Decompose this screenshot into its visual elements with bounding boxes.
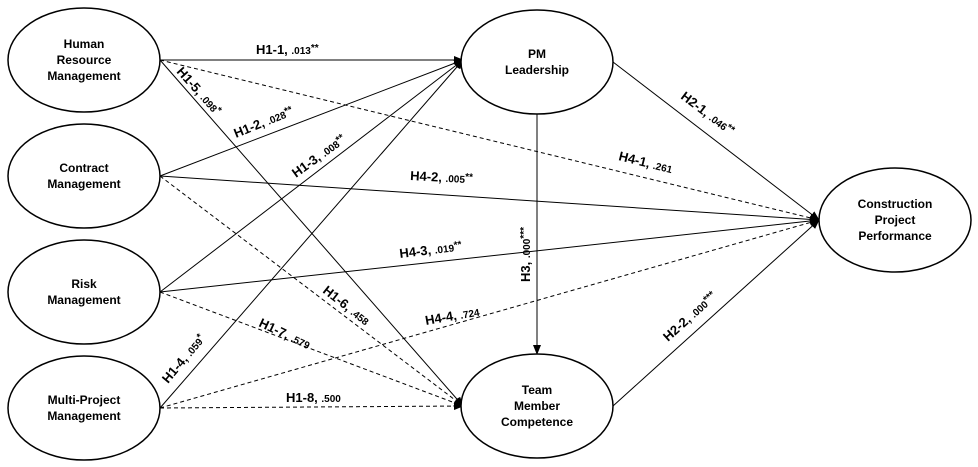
edge-h1-3 [159, 59, 464, 293]
node-label-line: Management [47, 69, 120, 83]
edge-h4-3 [159, 217, 820, 293]
node-label-line: Human [64, 37, 105, 51]
node-label-line: PM [528, 47, 546, 61]
edge-label-h2-2: H2-2, .000*** [660, 288, 720, 344]
edge-label-h1-8: H1-8, .500 [286, 390, 341, 405]
edge-label-h4-4: H4-4, .724 [424, 304, 481, 328]
edge-label-h1-4: H1-4, .059* [159, 331, 208, 386]
edges [159, 56, 820, 411]
node-ellipse [818, 167, 972, 273]
edge-h4-2 [159, 175, 820, 224]
node-label-line: Resource [57, 53, 112, 67]
edge-h2-1 [612, 61, 820, 221]
edge-h1-8 [159, 402, 464, 411]
edge-label-h1-7: H1-7, .579 [257, 315, 313, 352]
edge-h2-2 [612, 219, 820, 407]
node-label-line: Performance [858, 229, 932, 243]
node-label-line: Risk [71, 277, 97, 291]
node-label-line: Construction [858, 197, 933, 211]
edge-label-h1-1: H1-1, .013** [256, 42, 319, 57]
edge-h1-5 [159, 59, 464, 407]
node-label-line: Project [875, 213, 916, 227]
node-ellipse [7, 123, 161, 229]
node-ellipse [460, 353, 614, 459]
node-pml: PM Leadership [460, 9, 614, 115]
node-label-line: Contract [59, 161, 108, 175]
node-label-line: Member [514, 399, 560, 413]
edge-label-h1-5: H1-5, .098* [174, 64, 225, 118]
node-label-line: Management [47, 409, 120, 423]
node-ellipse [7, 239, 161, 345]
node-label-line: Management [47, 293, 120, 307]
node-label-line: Team [522, 383, 552, 397]
edge-label-h2-1: H2-1, .046** [678, 88, 737, 138]
node-ellipse [7, 7, 161, 113]
edge-h4-4 [159, 218, 820, 409]
node-ellipse [7, 355, 161, 461]
edge-label-h3: H3, .000*** [518, 227, 533, 282]
edge-h1-7 [159, 291, 464, 407]
edge-h1-4 [159, 59, 464, 409]
edge-label-h4-1: H4-1, .261 [617, 148, 674, 176]
edge-label-h4-3: H4-3, .019** [399, 238, 463, 261]
node-label-line: Multi-Project [48, 393, 121, 407]
node-label-line: Leadership [505, 63, 569, 77]
edge-h4-1 [159, 59, 820, 222]
node-ellipse [460, 9, 614, 115]
edge-h1-2 [159, 59, 464, 177]
edge-label-h4-2: H4-2, .005** [410, 168, 473, 186]
edge-label-h1-2: H1-2, .028** [232, 103, 296, 140]
edge-label-h1-3: H1-3, .008** [289, 131, 349, 180]
edge-labels: H1-1, .013** H1-2, .028**H1-3, .008** H1-4… [159, 42, 737, 405]
node-label-line: Management [47, 177, 120, 191]
edge-h1-6 [159, 175, 464, 407]
nodes: HumanResourceManagementContractManagemen… [7, 7, 972, 461]
edge-label-h1-6: H1-6, .458 [320, 283, 373, 329]
node-label-line: Competence [501, 415, 573, 429]
